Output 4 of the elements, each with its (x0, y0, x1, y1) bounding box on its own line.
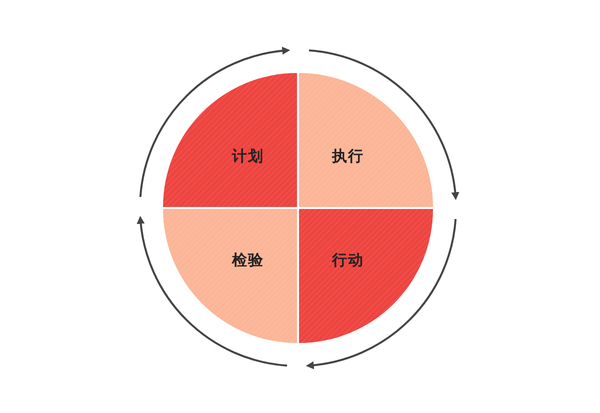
quadrant-label: 执行 (332, 146, 364, 166)
quadrant-label: 计划 (232, 146, 264, 166)
quadrant-label: 检验 (232, 250, 264, 270)
quadrant-label: 行动 (332, 250, 364, 270)
